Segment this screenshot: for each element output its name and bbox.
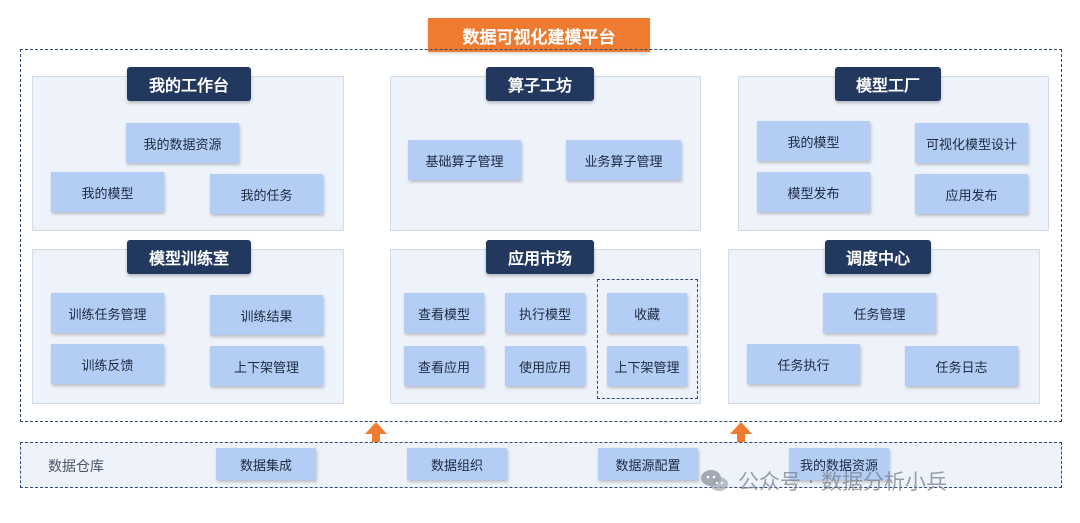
up-arrow-icon xyxy=(730,422,752,448)
node-data-integration[interactable]: 数据集成 xyxy=(216,448,316,480)
node-model-publish[interactable]: 模型发布 xyxy=(757,172,870,212)
node-view-model[interactable]: 查看模型 xyxy=(404,293,484,333)
node-execute-model[interactable]: 执行模型 xyxy=(505,293,585,333)
panel-title-my-workbench: 我的工作台 xyxy=(127,67,251,101)
node-data-organization[interactable]: 数据组织 xyxy=(407,448,507,480)
node-training-task-mgmt[interactable]: 训练任务管理 xyxy=(51,293,164,333)
node-task-execution[interactable]: 任务执行 xyxy=(747,344,860,384)
node-my-tasks[interactable]: 我的任务 xyxy=(210,174,323,214)
node-training-results[interactable]: 训练结果 xyxy=(210,295,323,335)
node-view-app[interactable]: 查看应用 xyxy=(404,346,484,386)
platform-frame xyxy=(20,49,1062,422)
node-shelf-mgmt-market[interactable]: 上下架管理 xyxy=(607,346,687,386)
panel-title-operator-workshop: 算子工坊 xyxy=(486,67,594,101)
node-business-operator-mgmt[interactable]: 业务算子管理 xyxy=(566,140,681,180)
node-datasource-config[interactable]: 数据源配置 xyxy=(598,448,698,480)
platform-title: 数据可视化建模平台 xyxy=(428,18,650,52)
panel-title-model-factory: 模型工厂 xyxy=(835,67,941,101)
wechat-icon xyxy=(701,470,728,491)
node-warehouse-my-data-resources[interactable]: 我的数据资源 xyxy=(789,448,889,480)
node-task-mgmt[interactable]: 任务管理 xyxy=(823,293,936,333)
favorites-group-frame xyxy=(597,279,698,399)
node-visual-model-design[interactable]: 可视化模型设计 xyxy=(915,123,1028,163)
node-my-models-factory[interactable]: 我的模型 xyxy=(757,121,870,161)
panel-title-scheduling-center: 调度中心 xyxy=(825,240,931,274)
node-task-log[interactable]: 任务日志 xyxy=(905,346,1018,386)
node-favorites[interactable]: 收藏 xyxy=(607,293,687,333)
node-use-app[interactable]: 使用应用 xyxy=(505,346,585,386)
panel-title-app-market: 应用市场 xyxy=(486,240,594,274)
node-app-publish[interactable]: 应用发布 xyxy=(915,174,1028,214)
node-shelf-mgmt-training[interactable]: 上下架管理 xyxy=(210,346,323,386)
watermark: 公众号 · 数据分析小兵 xyxy=(700,465,947,497)
node-my-models[interactable]: 我的模型 xyxy=(51,172,164,212)
node-my-data-resources[interactable]: 我的数据资源 xyxy=(126,123,239,163)
watermark-text: 公众号 · 数据分析小兵 xyxy=(738,470,948,494)
panel-title-training-room: 模型训练室 xyxy=(127,240,251,274)
up-arrow-icon xyxy=(365,422,387,448)
node-basic-operator-mgmt[interactable]: 基础算子管理 xyxy=(408,140,521,180)
node-training-feedback[interactable]: 训练反馈 xyxy=(51,344,164,384)
data-warehouse-label: 数据仓库 xyxy=(48,459,104,475)
